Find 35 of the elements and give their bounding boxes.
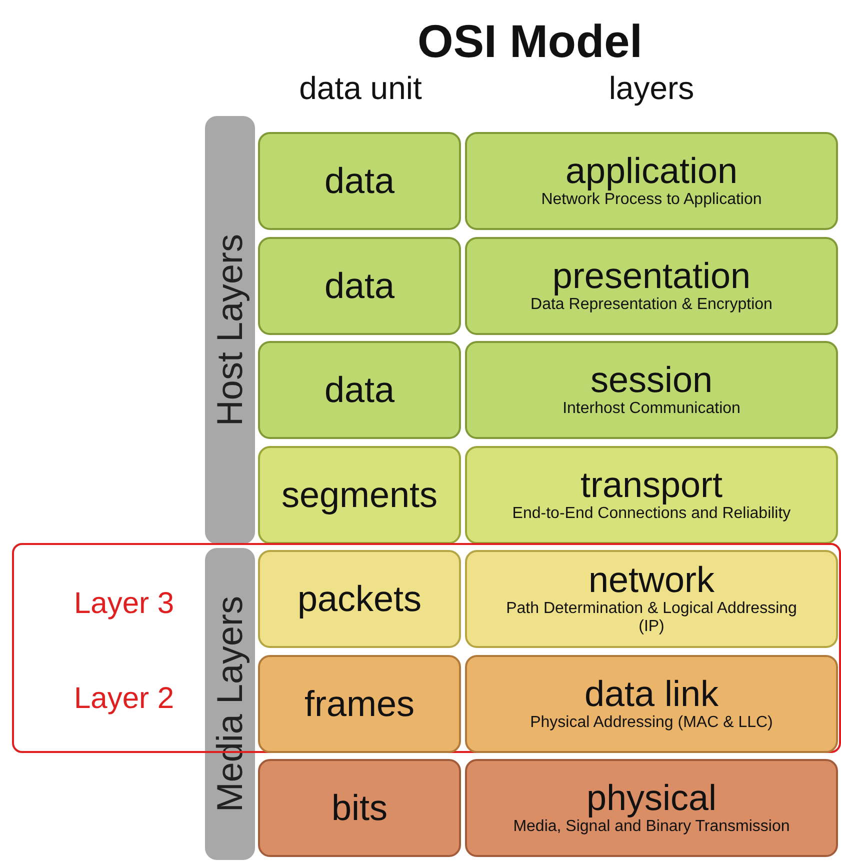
data-unit-box: packets	[258, 550, 461, 648]
layer-description: Physical Addressing (MAC & LLC)	[530, 714, 773, 732]
layer-box	[465, 341, 838, 439]
data-unit-box: bits	[258, 759, 461, 857]
diagram-title: OSI Model	[416, 14, 644, 69]
layer-name: network	[588, 562, 715, 598]
data-unit-box: data	[258, 236, 461, 334]
layer-name: session	[590, 362, 713, 398]
data-unit-box: data	[258, 132, 461, 230]
side-band: Host Layers	[205, 116, 255, 544]
layer-box	[465, 132, 838, 230]
side-band: Media Layers	[205, 548, 255, 860]
layer-box	[465, 446, 838, 544]
layer-number: Layer 3	[72, 587, 176, 622]
data-unit-box: frames	[258, 654, 461, 752]
layer-name: data link	[584, 676, 719, 712]
layer-box	[465, 759, 838, 857]
layer-box	[465, 236, 838, 334]
column-header: layers	[608, 70, 696, 108]
layer-description: Media, Signal and Binary Transmission	[513, 818, 790, 836]
layer-name: application	[565, 153, 738, 189]
layer-box	[465, 654, 838, 752]
data-unit-box: data	[258, 341, 461, 439]
layer-number: Layer 2	[72, 682, 176, 717]
layer-name: physical	[586, 780, 717, 816]
column-header: data unit	[298, 70, 423, 108]
layer-description: Network Process to Application	[541, 191, 762, 209]
layer-description: End-to-End Connections and Reliability	[512, 504, 791, 522]
data-unit-box: segments	[258, 446, 461, 544]
layer-name: transport	[580, 466, 723, 502]
layer-description: Interhost Communication	[562, 400, 740, 418]
layer-box	[465, 550, 838, 648]
layer-description: Data Representation & Encryption	[530, 296, 772, 314]
layer-name: presentation	[552, 258, 751, 294]
layer-description: Path Determination & Logical Addressing (IP)	[505, 600, 798, 636]
